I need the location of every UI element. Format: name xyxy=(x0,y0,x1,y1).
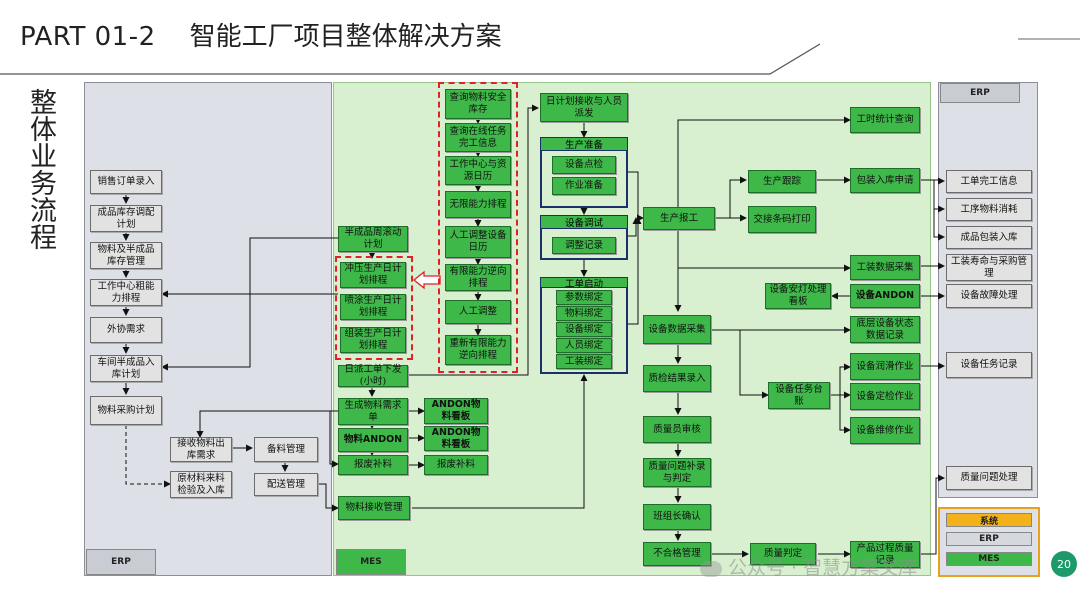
material-outbound-request: 接收物料出库需求 xyxy=(170,437,232,462)
equipment-fault-handling: 设备故障处理 xyxy=(946,284,1032,308)
job-prep: 作业准备 xyxy=(552,177,616,195)
semi-product-inbound-plan: 车间半成品入库计划 xyxy=(90,355,162,382)
watermark: 公众号 · 智慧方案文库 xyxy=(700,553,917,580)
dispatch-order: 日派工单下发(小时) xyxy=(338,364,408,387)
scheduling-logic-group xyxy=(438,82,518,373)
equipment-debug-header: 设备调试 xyxy=(540,215,628,229)
tooling-binding: 工装绑定 xyxy=(556,354,612,369)
andon-material-board-1: ANDON物料看板 xyxy=(424,398,488,424)
generate-material-req: 生成物料需求单 xyxy=(338,398,408,425)
scrap-replenish: 报废补料 xyxy=(338,455,408,475)
param-binding: 参数绑定 xyxy=(556,290,612,305)
re-finite-reverse-schedule: 重新有限能力逆向排程 xyxy=(445,335,511,365)
hours-stat-query: 工时统计查询 xyxy=(850,107,920,133)
material-binding: 物料绑定 xyxy=(556,306,612,321)
daily-plan-receive: 日计划接收与人员派发 xyxy=(540,93,628,122)
andon-material-board-2: ANDON物料看板 xyxy=(424,426,488,451)
delivery-mgmt: 配送管理 xyxy=(254,473,318,496)
erp-zone-label: ERP xyxy=(86,549,156,575)
legend-erp: ERP xyxy=(946,532,1032,546)
mes-zone xyxy=(333,82,931,576)
production-tracking: 生产跟踪 xyxy=(748,170,816,193)
quality-issue-judge: 质量问题补录与判定 xyxy=(643,458,711,487)
material-andon: 物料ANDON xyxy=(338,428,408,452)
team-leader-confirm: 班组长确认 xyxy=(643,504,711,530)
sales-order-entry: 销售订单录入 xyxy=(90,170,162,194)
material-receive-mgmt: 物料接收管理 xyxy=(338,496,410,520)
process-material-consumption: 工序物料消耗 xyxy=(946,198,1032,221)
equipment-binding: 设备绑定 xyxy=(556,322,612,337)
equipment-andon: 设备ANDON xyxy=(850,284,920,308)
legend-system: 系统 xyxy=(946,513,1032,527)
equipment-inspection: 设备定检作业 xyxy=(850,383,920,410)
query-online-task: 查询在线任务完工信息 xyxy=(445,123,511,152)
material-purchase-plan: 物料采购计划 xyxy=(90,396,162,425)
quality-judgment: 质量判定 xyxy=(750,543,816,565)
page-number: 20 xyxy=(1051,551,1077,577)
watermark-text: 公众号 · 智慧方案文库 xyxy=(728,557,918,579)
assembly-daily-schedule: 组装生产日计划排程 xyxy=(340,327,406,353)
raw-material-inspection: 原材料来料检验及入库 xyxy=(170,471,232,498)
qc-result-entry: 质检结果录入 xyxy=(643,365,711,392)
header-rule xyxy=(0,38,1080,75)
outsource-demand: 外协需求 xyxy=(90,317,162,343)
production-report: 生产报工 xyxy=(643,207,715,230)
tooling-life-purchase: 工装寿命与采购管理 xyxy=(946,254,1032,281)
work-order-start-header: 工单启动 xyxy=(540,277,628,290)
daily-schedule-group xyxy=(335,256,413,360)
material-inventory-mgmt: 物料及半成品库存管理 xyxy=(90,242,162,269)
side-title: 整体业务流程 xyxy=(25,88,56,250)
page-title: 智能工厂项目整体解决方案 xyxy=(189,22,502,52)
query-safety-stock: 查询物料安全库存 xyxy=(445,89,511,119)
quality-issue-handling: 质量问题处理 xyxy=(946,466,1032,490)
material-prep-mgmt: 备料管理 xyxy=(254,437,318,462)
equipment-status-record: 底层设备状态数据记录 xyxy=(850,316,920,343)
infinite-capacity-schedule: 无限能力排程 xyxy=(445,191,511,218)
equipment-task-record: 设备任务记录 xyxy=(946,352,1032,378)
work-center-capacity: 工作中心粗能力排程 xyxy=(90,279,162,306)
manual-adjust: 人工调整 xyxy=(445,300,511,324)
part-label: PART 01-2 xyxy=(20,22,156,52)
equipment-lubrication: 设备润滑作业 xyxy=(850,353,920,380)
work-center-calendar: 工作中心与资源日历 xyxy=(445,156,511,185)
page-header: PART 01-2 智能工厂项目整体解决方案 xyxy=(20,16,502,53)
work-order-completion: 工单完工信息 xyxy=(946,170,1032,193)
tooling-data-collect: 工装数据采集 xyxy=(850,255,920,280)
finite-reverse-schedule: 有限能力逆向排程 xyxy=(445,264,511,291)
personnel-binding: 人员绑定 xyxy=(556,338,612,353)
semi-weekly-plan: 半成品周滚动计划 xyxy=(338,226,408,252)
handover-barcode-print: 交接条码打印 xyxy=(748,206,816,233)
equipment-repair: 设备维修作业 xyxy=(850,417,920,444)
finished-pack-inbound: 成品包装入库 xyxy=(946,226,1032,249)
wechat-icon xyxy=(700,560,722,577)
adjust-record: 调整记录 xyxy=(552,237,616,254)
pack-inbound-request: 包装入库申请 xyxy=(850,168,920,193)
production-prep-header: 生产准备 xyxy=(540,137,628,151)
manual-equipment-calendar: 人工调整设备日历 xyxy=(445,226,511,258)
spraying-daily-schedule: 喷涂生产日计划排程 xyxy=(340,294,406,320)
quality-auditor-review: 质量员审核 xyxy=(643,416,711,443)
mes-zone-label: MES xyxy=(336,549,406,575)
equipment-andon-board: 设备安灯处理看板 xyxy=(765,283,831,309)
stamping-daily-schedule: 冲压生产日计划排程 xyxy=(340,262,406,288)
equipment-data-collect: 设备数据采集 xyxy=(643,315,711,344)
equipment-task-ledger: 设备任务台账 xyxy=(768,382,830,409)
scrap-replenish-2: 报废补料 xyxy=(424,455,488,475)
equipment-spot-check: 设备点检 xyxy=(552,156,616,174)
legend-mes: MES xyxy=(946,552,1032,566)
process-quality-record: 产品过程质量记录 xyxy=(850,541,920,568)
nonconforming-mgmt: 不合格管理 xyxy=(643,542,711,566)
erp-zone-label-top: ERP xyxy=(940,83,1020,103)
product-inventory-plan: 成品库存调配计划 xyxy=(90,205,162,232)
